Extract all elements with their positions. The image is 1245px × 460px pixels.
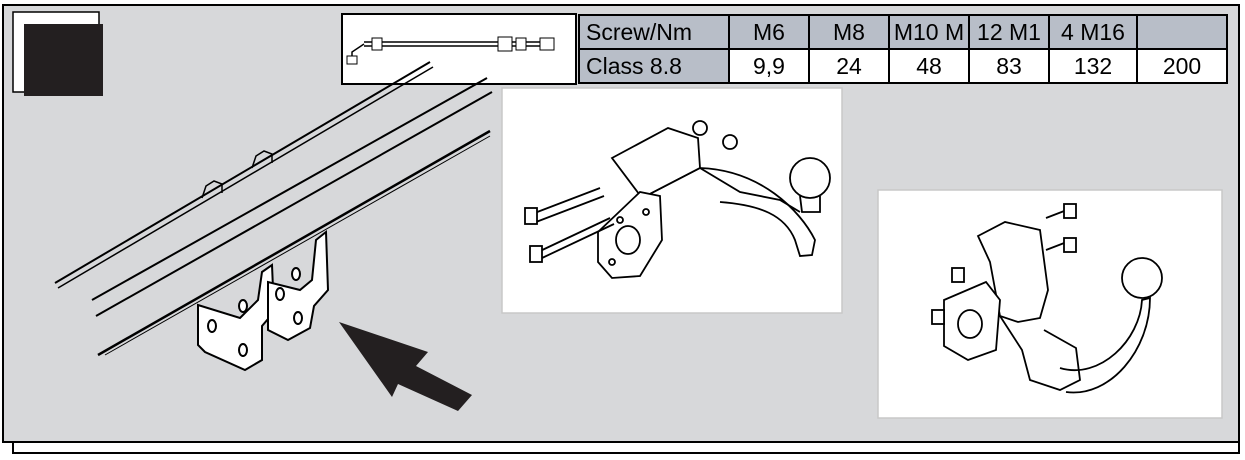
towbar-assembly-inset	[501, 87, 843, 314]
towbar-assembly-angled-inset	[877, 189, 1223, 419]
torque-table: Screw/Nm M6 M8 M10 M 12 M1 4 M16 Class 8…	[578, 14, 1228, 84]
torque-header-cell: M8	[808, 14, 890, 50]
chassis-rails	[54, 61, 493, 357]
direction-arrow	[339, 322, 472, 411]
torque-header-label: Screw/Nm	[578, 14, 730, 50]
torque-header-cell: 4 M16	[1048, 14, 1138, 50]
torque-value-cell: 9,9	[728, 48, 810, 84]
torque-class-label: Class 8.8	[578, 48, 730, 84]
cable-harness-thumbnail	[341, 13, 577, 85]
torque-header-cell	[1136, 14, 1228, 50]
torque-value-cell: 83	[968, 48, 1050, 84]
mounting-brackets	[197, 229, 330, 372]
torque-table-values-row: Class 8.8 9,9 24 48 83 132 200	[578, 48, 1228, 84]
torque-value-cell: 48	[888, 48, 970, 84]
torque-value-cell: 24	[808, 48, 890, 84]
torque-table-header-row: Screw/Nm M6 M8 M10 M 12 M1 4 M16	[578, 14, 1228, 50]
index-block	[12, 11, 103, 96]
torque-value-cell: 132	[1048, 48, 1138, 84]
torque-value-cell: 200	[1136, 48, 1228, 84]
torque-header-cell: M6	[728, 14, 810, 50]
torque-header-cell: 12 M1	[968, 14, 1050, 50]
torque-header-cell: M10 M	[888, 14, 970, 50]
